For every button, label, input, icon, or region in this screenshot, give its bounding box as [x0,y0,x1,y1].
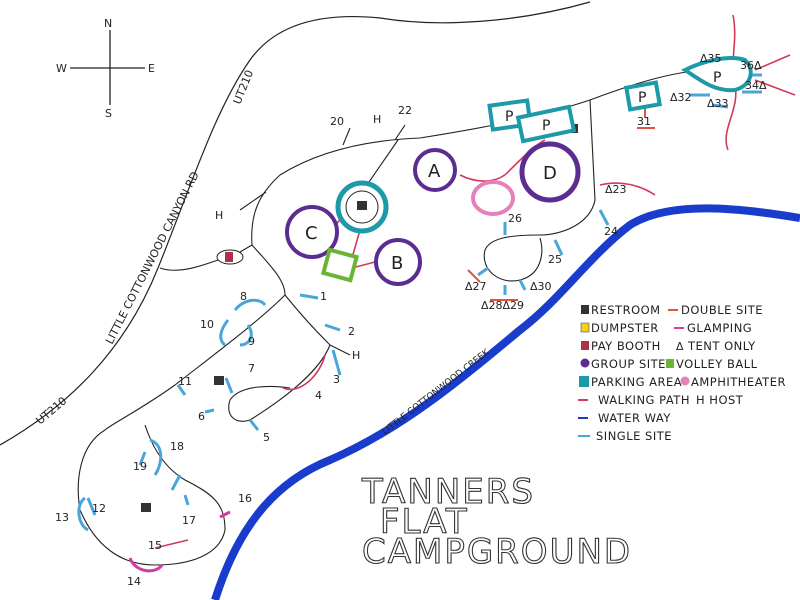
svg-text:GLAMPING: GLAMPING [687,321,752,335]
host-marker: H [373,113,381,126]
svg-text:SINGLE SITE: SINGLE SITE [596,429,672,443]
site-label: Δ30 [530,280,552,293]
svg-text:P: P [638,90,646,106]
site-label: 15 [148,539,162,552]
site-label: 3 [333,373,340,386]
site-label: 14 [127,575,141,588]
site-label: Δ33 [707,97,729,110]
svg-text:AMPHITHEATER: AMPHITHEATER [691,375,786,389]
title-line-2: FLAT [380,502,469,542]
site-label: 25 [548,253,562,266]
site-label: 24 [604,225,618,238]
site-label: Δ27 [465,280,487,293]
host-marker: H [215,209,223,222]
site-label: Δ32 [670,91,692,104]
site-label: 6 [198,410,205,423]
road-ut210 [0,1,591,446]
svg-text:C: C [305,223,318,244]
site-label: Δ23 [605,183,627,196]
campground-roads [77,69,706,566]
pay-booth [216,249,244,265]
site-label: 11 [178,375,192,388]
site-label: Δ35 [700,52,722,65]
road-label-canyon-rd: LITTLE COTTONWOOD CANYON RD [103,169,202,346]
site-label: 10 [200,318,214,331]
site-label: 5 [263,431,270,444]
site-label: 12 [92,502,106,515]
compass-east: E [148,62,155,75]
site-label: 26 [508,212,522,225]
svg-text:PAY BOOTH: PAY BOOTH [591,339,661,353]
svg-text:GROUP SITE: GROUP SITE [591,357,666,371]
creek-label: LITTLE COTTONWOOD CREEK [381,347,493,437]
site-label: 17 [182,514,196,527]
svg-text:PARKING AREA: PARKING AREA [591,375,682,389]
svg-text:H HOST: H HOST [696,393,744,407]
parking-area-4: P [681,56,753,93]
parking-area-3: P [624,80,662,112]
compass-south: S [105,107,112,120]
site-label: 31 [637,115,651,128]
group-site-b[interactable]: B [374,238,422,286]
compass-west: W [56,62,67,75]
host-marker: H [352,349,360,362]
road-label-ut210-bottom: UT210 [34,394,70,427]
site-label: 18 [170,440,184,453]
svg-text:DOUBLE SITE: DOUBLE SITE [681,303,763,317]
site-labels: 1 2 3 4 5 6 7 8 9 10 11 12 13 14 15 16 1… [55,52,767,588]
parking-area-2: P [515,104,577,144]
site-label: 20 [330,115,344,128]
volleyball-court [320,247,360,283]
compass-north: N [104,17,112,30]
site-label: 19 [133,460,147,473]
svg-text:Δ: Δ [676,340,684,353]
site-label: 4 [315,389,322,402]
site-label: 36Δ [740,59,762,72]
walking-paths [154,14,796,549]
little-cottonwood-creek [211,204,800,600]
site-label: 34Δ [745,79,767,92]
site-label: 7 [248,362,255,375]
road-label-ut210-top: UT210 [231,68,256,106]
site-label: 2 [348,325,355,338]
group-site-a[interactable]: A [413,148,457,192]
title-line-1: TANNERS [361,472,535,512]
legend: RESTROOM DOUBLE SITE DUMPSTER GLAMPING P… [578,303,786,443]
title-line-3: CAMPGROUND [362,532,632,572]
site-label: 22 [398,104,412,117]
glamping-site-14 [128,557,164,573]
compass-rose: N S E W [56,17,155,120]
glamping-site-16 [219,510,231,519]
svg-text:A: A [428,161,441,182]
svg-text:B: B [391,253,403,274]
svg-text:P: P [542,118,550,134]
svg-text:D: D [543,163,557,184]
site-label: Δ28Δ29 [481,299,524,312]
svg-text:RESTROOM: RESTROOM [591,303,661,317]
svg-text:VOLLEY BALL: VOLLEY BALL [676,357,758,371]
site-label: 8 [240,290,247,303]
group-site-d[interactable]: D [519,141,581,203]
single-sites [77,61,762,532]
site-label: 13 [55,511,69,524]
svg-text:P: P [713,70,721,86]
site-label: 9 [248,335,255,348]
group-site-c[interactable]: C [285,205,339,259]
amphitheater [471,180,515,216]
svg-text:WATER WAY: WATER WAY [598,411,671,425]
site-label: 16 [238,492,252,505]
svg-text:DUMPSTER: DUMPSTER [591,321,659,335]
svg-text:P: P [505,109,513,125]
site-label: 1 [320,290,327,303]
svg-text:TENT ONLY: TENT ONLY [687,339,756,353]
double-site-28-29 [467,269,518,301]
svg-text:WALKING PATH: WALKING PATH [598,393,690,407]
